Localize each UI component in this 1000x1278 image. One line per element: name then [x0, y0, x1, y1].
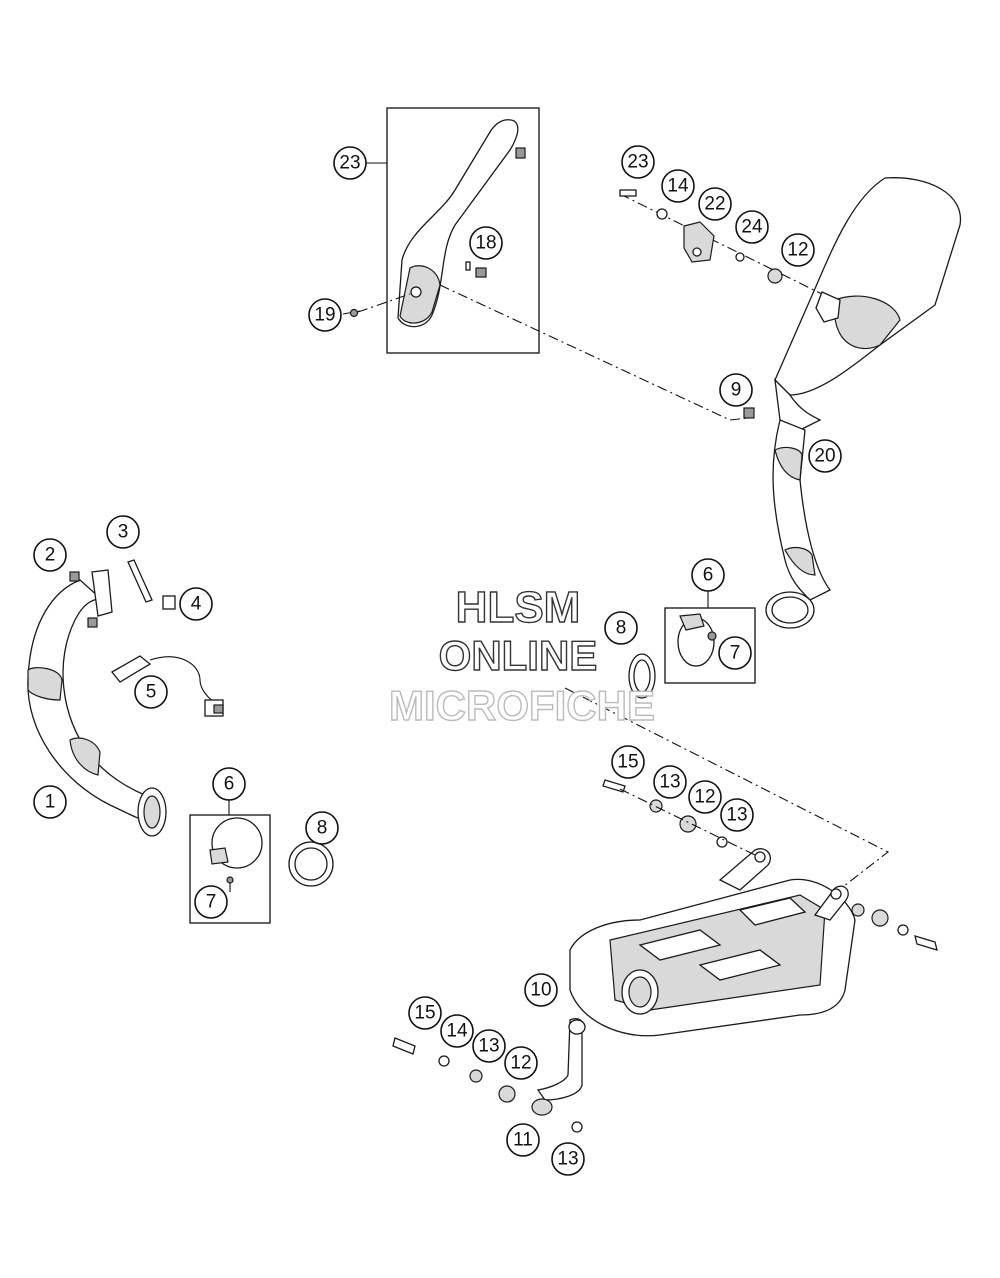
- svg-text:13: 13: [478, 1036, 499, 1057]
- watermark-line-3: MICROFICHE: [389, 682, 655, 729]
- watermark-line-2: ONLINE: [439, 632, 598, 679]
- svg-text:9: 9: [731, 380, 742, 401]
- svg-text:22: 22: [704, 194, 725, 215]
- svg-text:19: 19: [314, 305, 335, 326]
- callout-2[interactable]: 2: [33, 538, 67, 572]
- silencer-part: [774, 177, 962, 396]
- svg-text:18: 18: [475, 233, 496, 254]
- svg-text:13: 13: [726, 805, 747, 826]
- svg-text:3: 3: [118, 522, 129, 543]
- callout-8-right[interactable]: 8: [604, 611, 638, 645]
- svg-text:24: 24: [741, 217, 763, 238]
- svg-text:1: 1: [45, 792, 56, 813]
- svg-text:12: 12: [510, 1053, 531, 1074]
- callout-18[interactable]: 18: [469, 226, 503, 260]
- callout-24[interactable]: 24: [735, 210, 769, 244]
- callout-23[interactable]: 23: [621, 145, 655, 179]
- callout-7-left[interactable]: 7: [194, 885, 228, 919]
- callout-15-top[interactable]: 15: [611, 745, 645, 779]
- svg-text:8: 8: [616, 618, 627, 639]
- clamp-group-right-box: [664, 607, 756, 684]
- svg-text:6: 6: [224, 774, 235, 795]
- clamp-group-left-box: [189, 814, 271, 924]
- callout-20[interactable]: 20: [808, 439, 842, 473]
- callout-9[interactable]: 9: [719, 373, 753, 407]
- callout-8-left[interactable]: 8: [305, 811, 339, 845]
- callout-3[interactable]: 3: [106, 515, 140, 549]
- svg-text:20: 20: [814, 446, 835, 467]
- callout-14-top[interactable]: 14: [661, 169, 695, 203]
- callout-5[interactable]: 5: [134, 675, 168, 709]
- callout-6-left[interactable]: 6: [212, 767, 246, 801]
- callout-4[interactable]: 4: [179, 587, 213, 621]
- svg-text:23: 23: [339, 153, 360, 174]
- svg-text:15: 15: [414, 1003, 435, 1024]
- callout-7-right[interactable]: 7: [718, 636, 752, 670]
- callout-19[interactable]: 19: [308, 298, 342, 332]
- svg-text:7: 7: [730, 643, 741, 664]
- watermark-line-1: HLSM: [456, 583, 581, 632]
- heat-shield-group-box: [386, 107, 540, 354]
- callout-13-top-b[interactable]: 13: [720, 798, 754, 832]
- callout-21[interactable]: 23: [333, 146, 367, 180]
- callout-12-bottom[interactable]: 12: [504, 1046, 538, 1080]
- svg-text:23: 23: [627, 152, 648, 173]
- svg-text:14: 14: [667, 176, 689, 197]
- callout-12-mid[interactable]: 12: [688, 780, 722, 814]
- svg-text:14: 14: [446, 1021, 468, 1042]
- svg-text:8: 8: [317, 818, 328, 839]
- callout-12-top[interactable]: 12: [781, 233, 815, 267]
- callout-13-top-a[interactable]: 13: [653, 765, 687, 799]
- callout-14-bottom[interactable]: 14: [440, 1014, 474, 1048]
- svg-text:10: 10: [530, 980, 551, 1001]
- svg-text:2: 2: [45, 545, 56, 566]
- callout-22[interactable]: 22: [698, 187, 732, 221]
- svg-text:6: 6: [703, 565, 714, 586]
- callout-6-right[interactable]: 6: [691, 558, 725, 592]
- svg-text:12: 12: [787, 240, 808, 261]
- svg-text:4: 4: [191, 594, 202, 615]
- svg-text:12: 12: [694, 787, 715, 808]
- svg-text:7: 7: [206, 892, 217, 913]
- callout-11[interactable]: 11: [506, 1123, 540, 1157]
- svg-text:15: 15: [617, 752, 638, 773]
- callout-10[interactable]: 10: [524, 973, 558, 1007]
- svg-text:13: 13: [557, 1149, 578, 1170]
- callout-15-bottom[interactable]: 15: [408, 996, 442, 1030]
- callout-13-bottom-b[interactable]: 13: [551, 1142, 585, 1176]
- svg-text:11: 11: [513, 1130, 533, 1151]
- callout-1[interactable]: 1: [33, 785, 67, 819]
- svg-text:13: 13: [659, 772, 680, 793]
- callout-13-bottom-a[interactable]: 13: [472, 1029, 506, 1063]
- svg-text:5: 5: [146, 682, 157, 703]
